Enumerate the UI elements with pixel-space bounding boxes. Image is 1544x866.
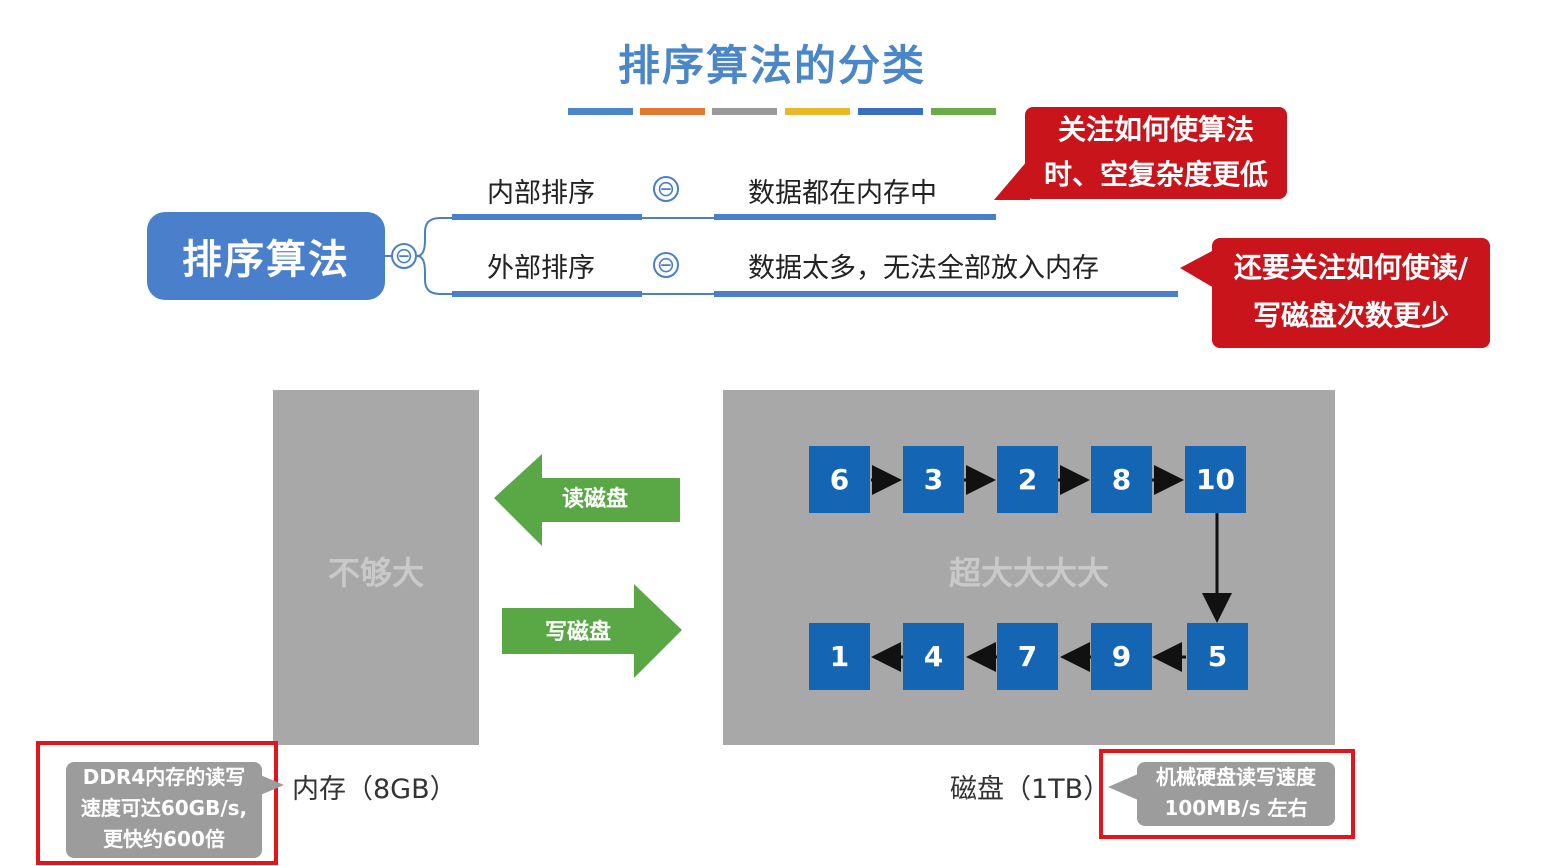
title-bar-segment: [785, 108, 850, 115]
disk-speed-tip: 机械硬盘读写速度 100MB/s 左右: [1137, 762, 1335, 826]
write-disk-label: 写磁盘: [545, 620, 612, 645]
title-bar-segment: [568, 108, 633, 115]
collapse-icon[interactable]: ⊖: [653, 252, 679, 278]
memory-caption: 内存（8GB）: [292, 774, 457, 805]
memory-box: [273, 390, 479, 745]
disk-block: 6: [809, 446, 870, 513]
node-underline: [714, 291, 1178, 297]
disk-caption: 磁盘（1TB）: [950, 774, 1111, 805]
root-node-sort-algorithms[interactable]: 排序算法: [147, 212, 385, 300]
tip-line: DDR4内存的读写: [82, 765, 246, 789]
disk-block: 7: [997, 623, 1058, 690]
title-bar-segment: [931, 108, 996, 115]
read-arrow-icon: [494, 454, 680, 546]
node-external-sort[interactable]: 外部排序: [487, 253, 595, 284]
tip-pointer: [258, 774, 284, 796]
callout-line: 时、空复杂度更低: [1043, 158, 1268, 191]
tip-line: 100MB/s 左右: [1164, 796, 1308, 820]
callout-external: 还要关注如何使读/ 写磁盘次数更少: [1212, 238, 1490, 348]
tip-line: 速度可达60GB/s,: [80, 796, 248, 820]
tip-pointer: [1108, 774, 1138, 800]
callout-line: 还要关注如何使读/: [1233, 251, 1469, 284]
tip-line: 机械硬盘读写速度: [1156, 765, 1316, 789]
title-bar-segment: [640, 108, 705, 115]
node-underline: [714, 214, 996, 220]
callout-internal: 关注如何使算法 时、空复杂度更低: [1025, 107, 1287, 199]
read-disk-label: 读磁盘: [562, 487, 629, 512]
memory-speed-tip: DDR4内存的读写 速度可达60GB/s, 更快约600倍: [66, 762, 262, 858]
node-internal-sort[interactable]: 内部排序: [487, 178, 595, 209]
node-internal-desc[interactable]: 数据都在内存中: [748, 178, 937, 209]
callout-line: 写磁盘次数更少: [1252, 299, 1449, 332]
memory-box-label: 不够大: [327, 554, 424, 592]
node-external-desc[interactable]: 数据太多，无法全部放入内存: [748, 253, 1099, 284]
page-title: 排序算法的分类: [617, 41, 926, 90]
title-bar-segment: [712, 108, 777, 115]
title-bar-segment: [858, 108, 923, 115]
callout-line: 关注如何使算法: [1057, 113, 1254, 146]
collapse-icon[interactable]: ⊖: [653, 176, 679, 202]
disk-block: 3: [903, 446, 964, 513]
disk-block: 2: [997, 446, 1058, 513]
disk-block: 1: [809, 623, 870, 690]
disk-block: 4: [903, 623, 964, 690]
disk-box-label: 超大大大大: [948, 554, 1109, 592]
collapse-icon[interactable]: ⊖: [391, 243, 417, 269]
disk-block: 5: [1187, 623, 1248, 690]
node-underline: [452, 214, 642, 220]
disk-block: 9: [1091, 623, 1152, 690]
write-arrow-icon: [502, 584, 682, 678]
node-underline: [452, 291, 642, 297]
disk-block: 8: [1091, 446, 1152, 513]
disk-block: 10: [1185, 446, 1246, 513]
highlight-frame-memory: [36, 741, 278, 865]
tip-line: 更快约600倍: [103, 827, 225, 851]
highlight-frame-disk: [1099, 749, 1355, 839]
io-arrows: [494, 454, 682, 678]
